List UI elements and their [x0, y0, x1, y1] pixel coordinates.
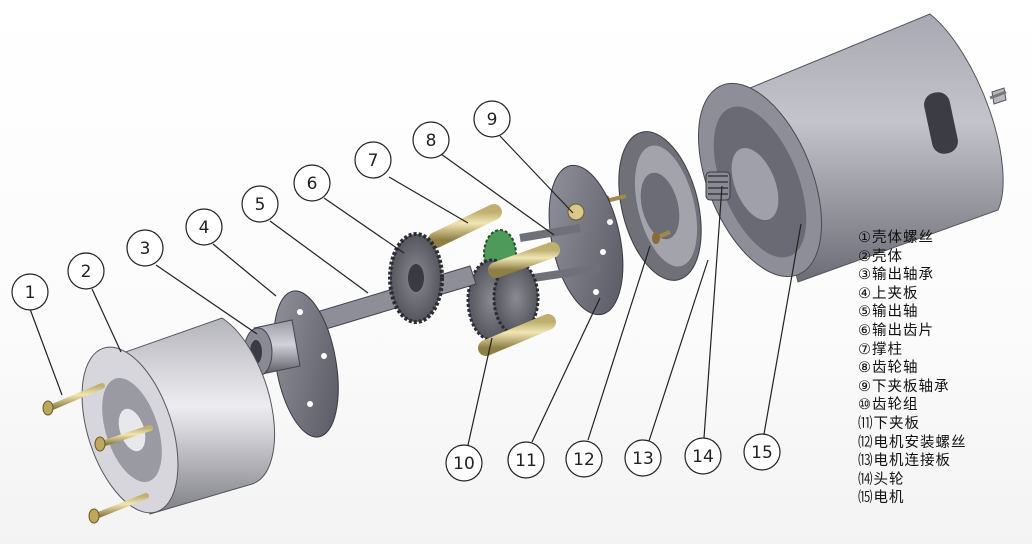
callout-4: 4	[185, 208, 223, 246]
callout-15: 15	[743, 433, 781, 471]
callout-6-number: 6	[307, 174, 318, 194]
leader-line-10	[467, 337, 493, 446]
callout-7-number: 7	[368, 151, 379, 171]
callout-5: 5	[241, 185, 279, 223]
callout-3-number: 3	[140, 239, 151, 259]
legend-item-12: ⑿电机安装螺丝	[858, 434, 967, 451]
leader-line-7	[388, 176, 469, 224]
callout-10: 10	[445, 444, 483, 482]
part-1-housing-screws	[42, 383, 153, 524]
legend-item-6: ⑥输出齿片	[858, 322, 934, 339]
leader-line-15	[763, 223, 802, 435]
part-7-standoffs	[428, 204, 560, 356]
callout-2: 2	[67, 252, 105, 290]
part-15-motor	[697, 13, 1007, 283]
legend-item-15: ⒂电机	[858, 490, 905, 507]
callout-13-number: 13	[632, 449, 654, 469]
callout-14-number: 14	[692, 447, 714, 467]
callout-14: 14	[684, 437, 722, 475]
part-13-motor-connection-plate	[618, 131, 702, 281]
part-6-output-gear	[388, 232, 444, 324]
legend-item-5: ⑤输出轴	[858, 304, 919, 321]
callout-1: 1	[11, 273, 49, 311]
callout-6: 6	[293, 164, 331, 202]
callouts: 1 2 3 4 5 6 7 8 9 10 11 12 13 14 15	[11, 100, 781, 482]
callout-9-number: 9	[487, 110, 498, 130]
callout-12-number: 12	[573, 450, 595, 470]
legend-item-7: ⑦撑柱	[858, 341, 903, 358]
callout-11: 11	[507, 441, 545, 479]
callout-2-number: 2	[81, 262, 92, 282]
leader-line-1	[29, 308, 63, 396]
leader-line-5	[269, 220, 369, 294]
part-2-housing	[81, 317, 276, 515]
callout-8-number: 8	[426, 131, 437, 151]
leader-lines	[29, 135, 802, 446]
part-11-lower-clamp-plate	[548, 164, 624, 316]
leader-line-3	[155, 264, 258, 335]
legend-item-10: ⑩齿轮组	[858, 397, 919, 414]
leader-line-13	[648, 259, 709, 442]
leader-line-2	[91, 288, 122, 353]
callout-5-number: 5	[255, 195, 266, 215]
callout-9: 9	[473, 100, 511, 138]
legend-item-13: ⒀电机连接板	[858, 453, 951, 470]
leader-line-11	[531, 297, 601, 443]
legend-item-2: ②壳体	[858, 248, 903, 265]
legend-item-1: ①壳体螺丝	[858, 230, 934, 246]
legend-item-3: ③输出轴承	[858, 267, 934, 284]
callout-4-number: 4	[199, 218, 210, 238]
callout-8: 8	[412, 121, 450, 159]
callout-13: 13	[624, 439, 662, 477]
legend-item-4: ④上夹板	[858, 285, 919, 302]
leader-line-6	[323, 197, 405, 254]
legend-item-14: ⒁头轮	[858, 471, 905, 488]
callout-15-number: 15	[751, 443, 773, 463]
legend-item-9: ⑨下夹板轴承	[858, 378, 950, 395]
part-14-pinion-gear	[705, 171, 731, 201]
callout-12: 12	[565, 440, 603, 478]
leader-line-9	[499, 135, 574, 214]
callout-3: 3	[126, 229, 164, 267]
callout-11-number: 11	[515, 451, 537, 471]
legend-item-11: ⑾下夹板	[858, 415, 920, 432]
leader-line-8	[440, 153, 555, 236]
callout-10-number: 10	[453, 454, 475, 474]
callout-7: 7	[354, 141, 392, 179]
leader-line-14	[703, 185, 723, 439]
legend-item-8: ⑧齿轮轴	[858, 360, 919, 377]
leader-line-12	[587, 245, 651, 441]
parts-legend: ①壳体螺丝 ②壳体 ③输出轴承 ④上夹板 ⑤输出轴 ⑥输出齿片 ⑦撑柱 ⑧齿轮轴…	[858, 229, 967, 508]
callout-1-number: 1	[25, 283, 36, 303]
leader-line-4	[212, 243, 277, 297]
